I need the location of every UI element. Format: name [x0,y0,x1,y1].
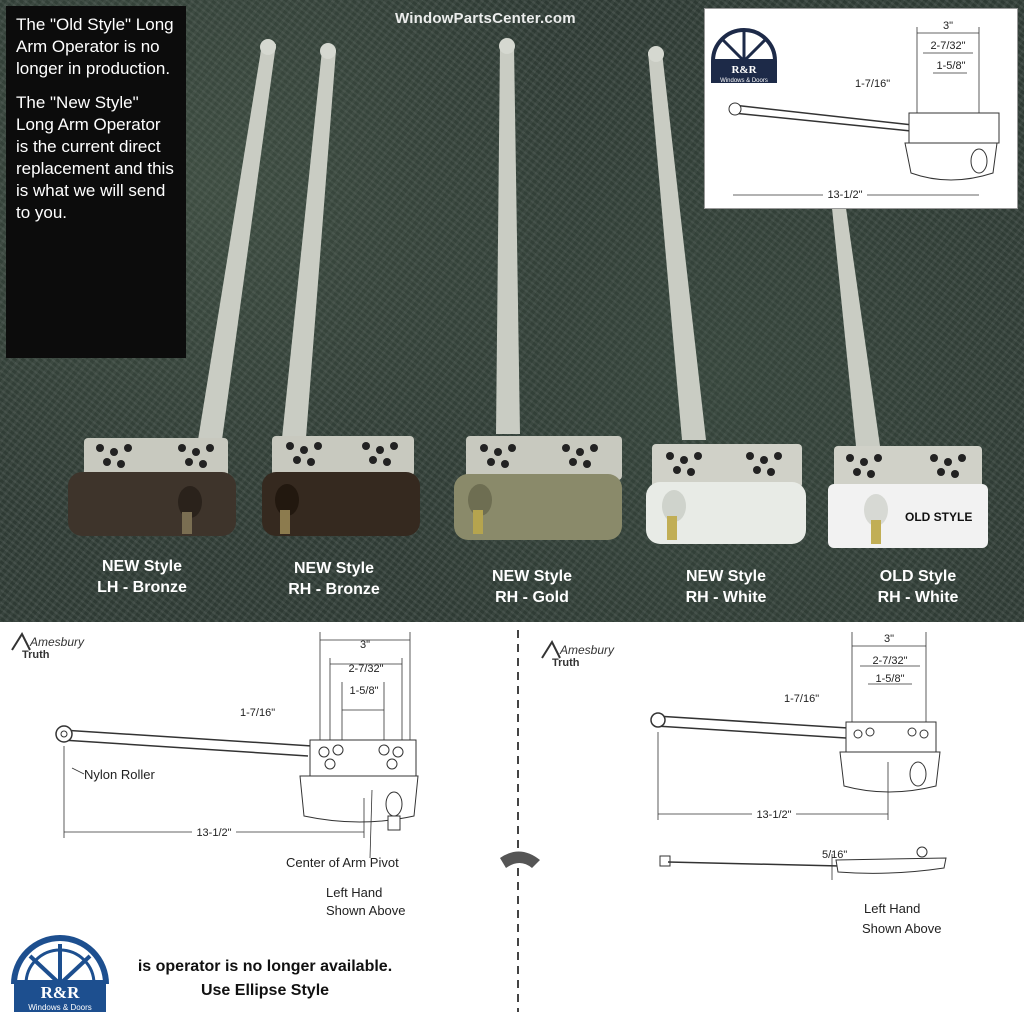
product-photo: The "Old Style" Long Arm Operator is no … [0,0,1024,622]
left-hand-label-2: Shown Above [326,903,406,918]
rr-logo-small [707,11,781,85]
left-dim-2-7-32: 2-7/32" [348,663,383,675]
availability-line2: Use Ellipse Style [200,982,330,999]
new-style-diagram: Amesbury Truth 3" 2-7/32" 1-5/8" 1-7/16" [541,632,947,880]
rr-logo-initials: R&R [41,983,80,1002]
caption-old-rh-white: OLD Style RH - White [877,568,959,606]
operator-old-rh-white [828,208,988,548]
rr-logo-small-initials: R&R [731,64,757,76]
left-brand-bottom: Truth [22,649,50,661]
right-brand-bottom: Truth [552,657,580,669]
inset-dim-1-5-8: 1-5/8" [937,60,966,72]
right-dim-5-16: 5/16" [822,849,847,861]
inset-dim-2-7-32: 2-7/32" [930,40,965,52]
availability-line1: is operator is no longer available. [137,958,393,975]
rr-logo: R&R Windows & Doors [8,922,112,1012]
arrow-icon [500,851,540,868]
caption-rh-bronze: NEW Style RH - Bronze [288,560,380,598]
rr-logo-small-subtitle: Windows & Doors [720,78,768,84]
inset-diagram: R&R Windows & Doors 3" 2-7/32" 1-5/8" 1-… [704,8,1018,209]
note-new-style: The "New Style" Long Arm Operator is the… [16,93,174,222]
operator-rh-white [646,46,806,544]
note-old-style: The "Old Style" Long Arm Operator is no … [16,15,174,78]
left-dim-1-5-8: 1-5/8" [350,685,379,697]
right-hand-label-1: Left Hand [864,901,921,916]
rr-logo-subtitle: Windows & Doors [28,1003,92,1012]
right-brand-top: Amesbury [559,643,615,657]
right-dim-1-7-16: 1-7/16" [784,693,819,705]
right-dim-1-5-8: 1-5/8" [876,673,905,685]
left-dim-13-1-2: 13-1/2" [196,827,231,839]
availability-notice: is operator is no longer available. Use … [115,955,415,1003]
watermark: WindowPartsCenter.com [395,10,576,27]
old-style-tag: OLD STYLE [905,510,973,524]
right-dim-3: 3" [884,633,894,645]
diagrams-drawing: Amesbury Truth 3" 2-7/32" [11,630,947,1012]
arm-pivot-label: Center of Arm Pivot [286,855,399,870]
inset-dim-1-7-16: 1-7/16" [855,78,890,90]
left-dim-3: 3" [360,639,370,651]
nylon-roller-label: Nylon Roller [84,767,155,782]
operator-lh-bronze [68,39,276,536]
inset-dim-13-1-2: 13-1/2" [827,189,862,201]
right-dim-13-1-2: 13-1/2" [756,809,791,821]
right-dim-2-7-32: 2-7/32" [872,655,907,667]
old-style-diagram: Amesbury Truth 3" 2-7/32" [11,631,419,859]
caption-rh-white: NEW Style RH - White [685,568,767,606]
rr-logo-drawing: R&R Windows & Doors [8,922,112,1012]
technical-diagrams: Amesbury Truth 3" 2-7/32" [0,622,1024,1020]
inset-drawing: R&R Windows & Doors 3" 2-7/32" 1-5/8" 1-… [707,11,1000,201]
operator-rh-gold [454,38,622,540]
left-hand-label-1: Left Hand [326,885,383,900]
inset-dim-3: 3" [943,20,953,32]
operators-illustration [68,38,988,548]
left-dim-1-7-16: 1-7/16" [240,707,275,719]
right-hand-label-2: Shown Above [862,921,942,936]
production-note: The "Old Style" Long Arm Operator is no … [6,6,186,358]
operator-rh-bronze [262,43,420,536]
caption-rh-gold: NEW Style RH - Gold [491,568,572,606]
left-brand-top: Amesbury [29,635,85,649]
caption-lh-bronze: NEW Style LH - Bronze [97,558,187,596]
